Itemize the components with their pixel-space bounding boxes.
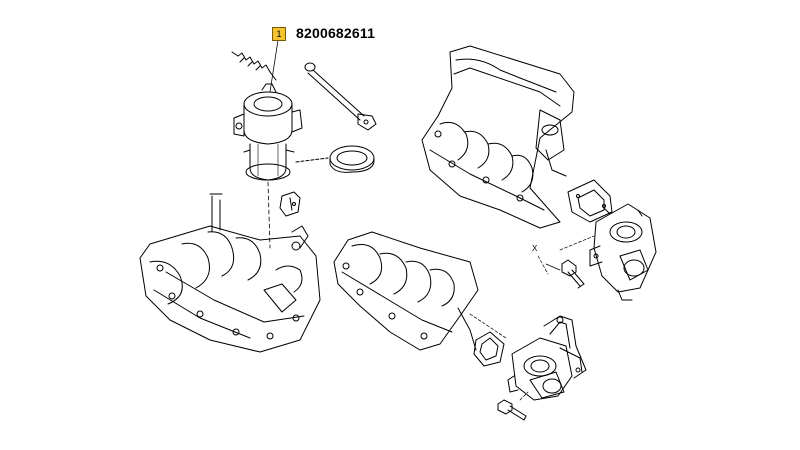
throttle-link-rod: [304, 62, 377, 131]
throttle-gasket-right: [567, 179, 613, 223]
callout-index-badge[interactable]: 1: [272, 27, 286, 41]
bolt-lower: [497, 391, 529, 421]
intake-manifold-center: [333, 231, 479, 351]
assembly-dashed-line: [469, 313, 507, 339]
intake-manifold-left: [139, 193, 321, 353]
bolt-right: [561, 259, 585, 289]
seal-ring: [295, 145, 375, 173]
throttle-body-lower: [507, 315, 587, 401]
part-number-label: 8200682611: [296, 25, 376, 41]
dimension-x-label: X: [532, 244, 538, 253]
mounting-clip: [279, 191, 301, 217]
dimension-x-marker: [537, 235, 595, 275]
throttle-body-right: [589, 203, 657, 301]
intake-manifold-right-upper: [421, 45, 575, 229]
assembly-axis-line: [267, 181, 271, 249]
callout-leader-line: [269, 39, 279, 93]
throttle-gasket-lower: [473, 331, 505, 367]
return-spring: [231, 51, 277, 81]
throttle-body-main: [233, 83, 303, 181]
